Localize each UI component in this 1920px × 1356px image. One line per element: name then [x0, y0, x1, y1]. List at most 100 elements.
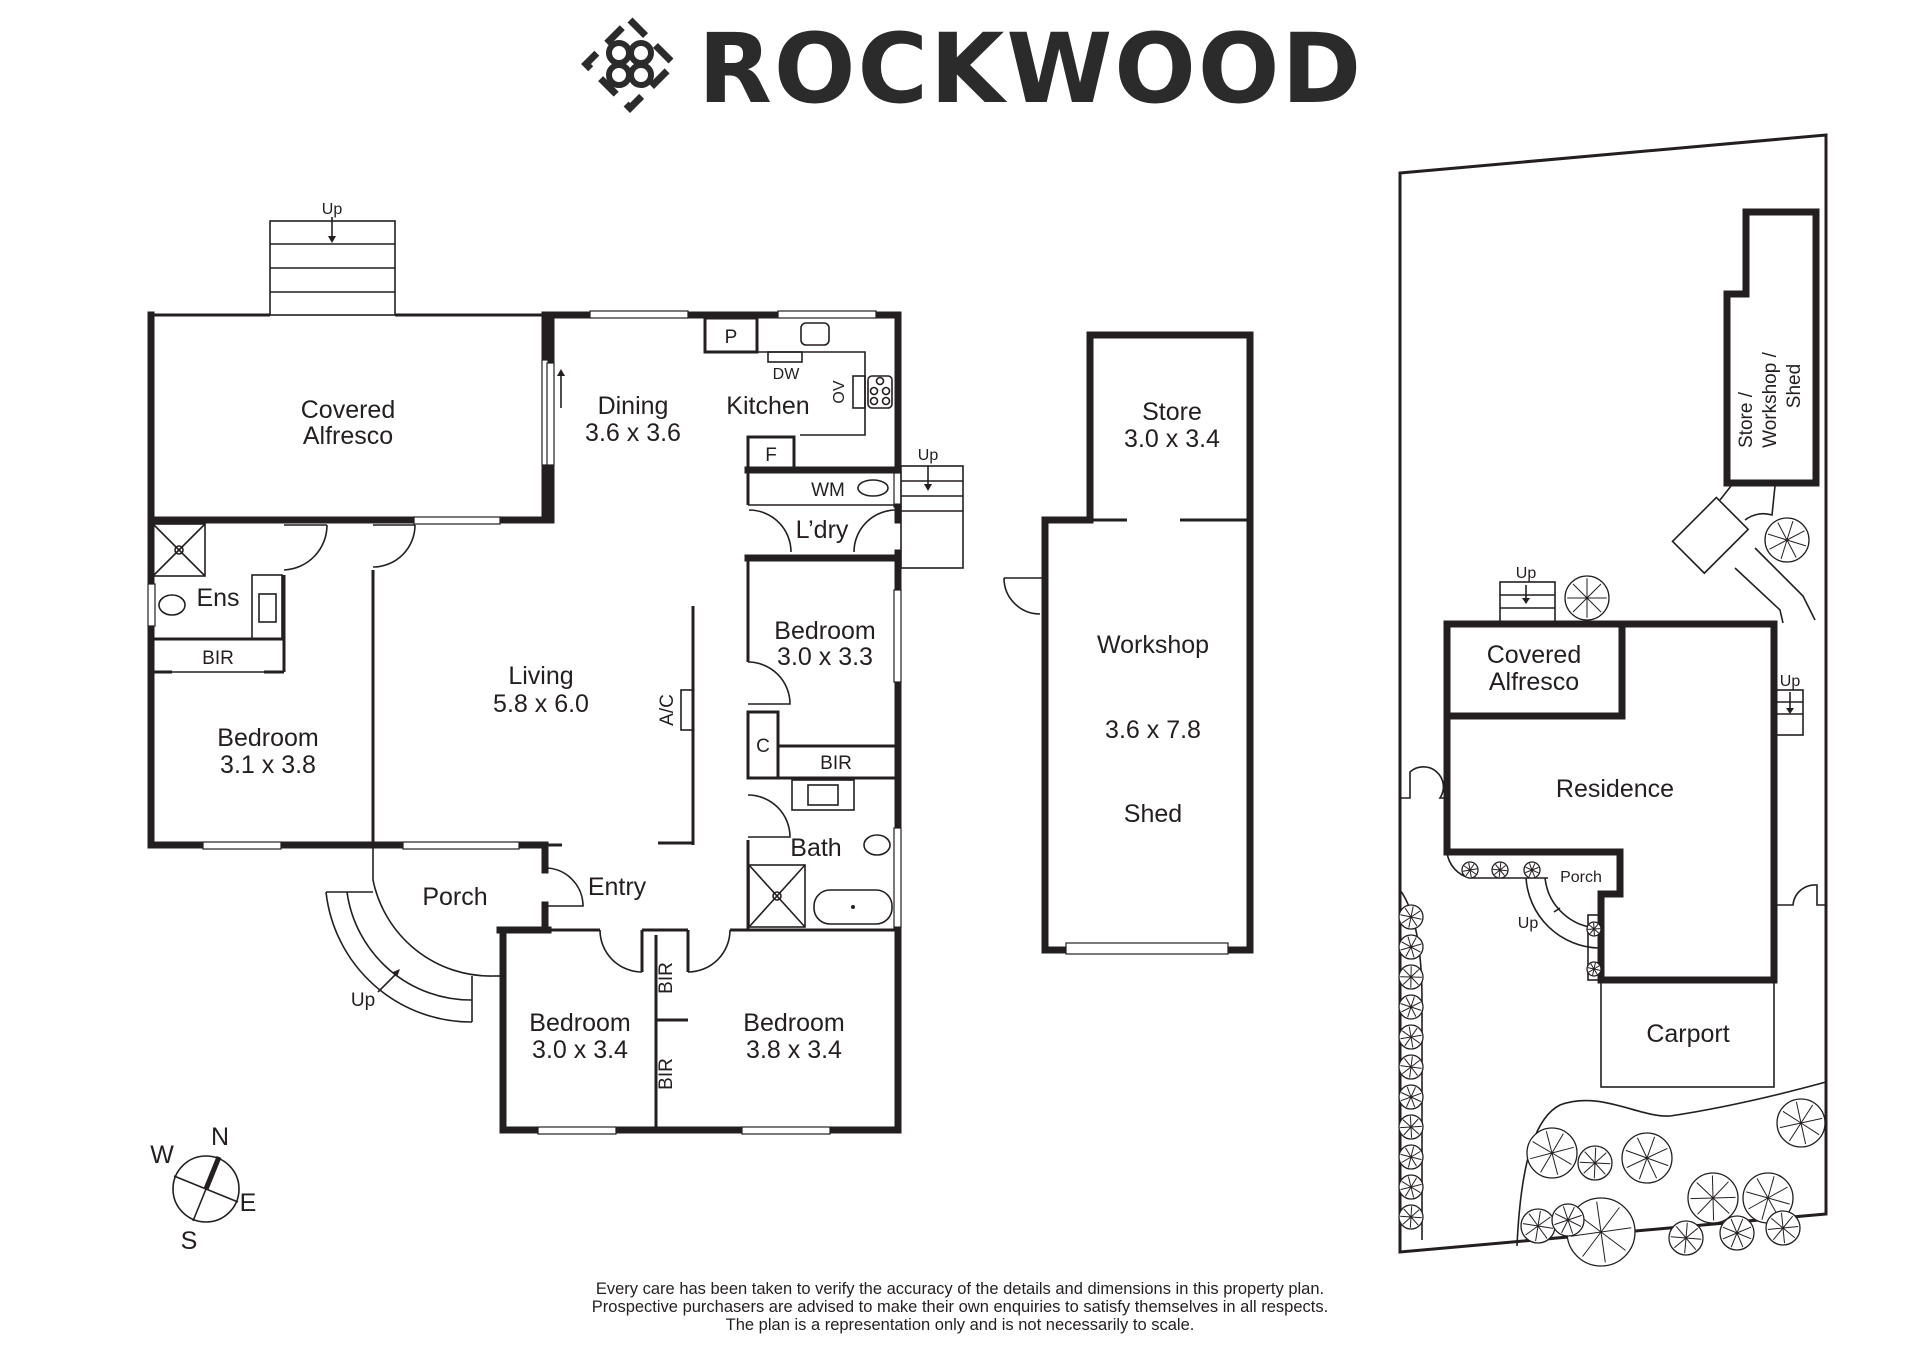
room-label-dining: Dining: [598, 392, 669, 420]
main-floor-plan: Up Covered Alfresco P: [147, 201, 964, 1135]
tree-icon: [1398, 1144, 1424, 1170]
tree-icon: [1398, 964, 1424, 990]
tree-icon: [1586, 921, 1602, 937]
site-porch-steps-up-label: Up: [1518, 915, 1539, 932]
tree-icon: [1398, 1174, 1424, 1200]
room-label-bedroom-2: Bedroom: [774, 617, 875, 645]
rockwood-diamond-logo-icon: [581, 15, 679, 113]
oven-label: OV: [831, 380, 848, 403]
room-size-bedroom-4: 3.8 x 3.4: [746, 1036, 842, 1064]
tree-icon: [1621, 1132, 1673, 1184]
site-carport-label: Carport: [1646, 1020, 1729, 1048]
room-label-bir-lower: BIR: [656, 1058, 677, 1090]
room-label-bedroom-2-bir: BIR: [820, 753, 852, 774]
room-label-bedroom-1: Bedroom: [217, 724, 318, 752]
site-side-steps-up-label: Up: [1780, 673, 1801, 690]
tree-icon: [1564, 575, 1610, 621]
tree-icon: [1398, 1054, 1424, 1080]
dining-kitchen: P DW OV F Dining 3.6 x 3.6 Kitchen: [544, 310, 902, 524]
site-shed-label-line2: Workshop /: [1760, 351, 1781, 447]
tree-icon: [1398, 994, 1424, 1020]
workshop-subtitle: Shed: [1124, 800, 1182, 828]
workshop-size: 3.6 x 7.8: [1105, 716, 1201, 744]
tree-icon: [1765, 1210, 1801, 1246]
tree-icon: [1520, 1208, 1556, 1244]
site-alfresco-label-line1: Covered: [1487, 641, 1582, 669]
site-trees: [1398, 517, 1826, 1267]
room-label-porch: Porch: [422, 883, 487, 911]
disclaimer-line-1: Every care has been taken to verify the …: [595, 1280, 1325, 1298]
site-residence-label: Residence: [1556, 775, 1674, 803]
room-label-master-bir: BIR: [202, 648, 234, 669]
room-label-entry: Entry: [588, 873, 647, 901]
tree-icon: [1398, 1084, 1424, 1110]
tree-icon: [1687, 1172, 1739, 1224]
dishwasher-label: DW: [773, 366, 801, 383]
room-label-laundry: L’dry: [796, 516, 849, 544]
disclaimer-line-2: Prospective purchasers are advised to ma…: [591, 1298, 1329, 1316]
tree-icon: [1764, 517, 1810, 563]
compass-icon: N W E S: [150, 1123, 256, 1255]
tree-icon: [1742, 1172, 1794, 1224]
site-alfresco-steps-up-label: Up: [1516, 565, 1537, 582]
disclaimer-line-3: The plan is a representation only and is…: [725, 1316, 1195, 1334]
room-label-covered-alfresco-line2: Alfresco: [303, 422, 393, 450]
room-size-bedroom-3: 3.0 x 3.4: [532, 1036, 628, 1064]
washing-machine-label: WM: [811, 480, 845, 501]
room-label-bath: Bath: [790, 834, 841, 862]
tree-icon: [1491, 861, 1509, 879]
tree-icon: [1398, 904, 1424, 930]
porch-entry: Up Porch Entry: [325, 841, 647, 1023]
site-shed-label-line3: Shed: [1784, 364, 1805, 408]
laundry-steps-up-label: Up: [918, 447, 939, 464]
room-label-living: Living: [508, 662, 573, 690]
compass-west: W: [150, 1141, 174, 1169]
tree-icon: [1523, 861, 1541, 879]
room-label-bir-upper: BIR: [656, 962, 677, 994]
pantry-label: P: [725, 327, 738, 348]
tree-icon: [1398, 1204, 1424, 1230]
bottom-bedrooms: BIR BIR Bedroom 3.0 x 3.4 Bedroom 3.8 x …: [499, 926, 902, 1135]
alfresco-steps: Up: [269, 201, 396, 316]
tree-icon: [1551, 1203, 1585, 1237]
tree-icon: [1461, 861, 1479, 879]
room-label-kitchen: Kitchen: [726, 392, 809, 420]
master-suite: Ens BIR Bedroom 3.1 x 3.8: [147, 516, 416, 849]
tree-icon: [1776, 1098, 1826, 1148]
compass-east: E: [240, 1189, 257, 1217]
tree-icon: [1719, 1215, 1755, 1251]
tree-icon: [1586, 961, 1602, 977]
compass-south: S: [181, 1227, 198, 1255]
bedroom-2-and-bath: C BIR Bedroom 3.0 x 3.3 Bath: [746, 558, 902, 930]
workshop-label: Workshop: [1097, 631, 1209, 659]
room-label-covered-alfresco: Covered: [301, 396, 396, 424]
room-size-bedroom-2: 3.0 x 3.3: [777, 643, 873, 671]
laundry: WM L’dry Up: [744, 437, 964, 934]
room-size-dining: 3.6 x 3.6: [585, 419, 681, 447]
store-label: Store: [1142, 398, 1202, 426]
tree-icon: [1577, 1145, 1613, 1181]
brand-logo: ROCKWOOD: [581, 13, 1363, 125]
tree-icon: [1398, 1024, 1424, 1050]
alfresco-steps-up-label: Up: [322, 201, 343, 218]
room-label-bedroom-4: Bedroom: [743, 1009, 844, 1037]
site-alfresco-label-line2: Alfresco: [1489, 668, 1579, 696]
ac-label: A/C: [657, 694, 678, 726]
room-size-living: 5.8 x 6.0: [493, 690, 589, 718]
cooktop-icon: [867, 375, 893, 409]
room-label-bedroom-3: Bedroom: [529, 1009, 630, 1037]
tree-icon: [1398, 934, 1424, 960]
site-shed-label-line1: Store /: [1736, 391, 1757, 448]
brand-name: ROCKWOOD: [698, 13, 1363, 125]
room-label-ensuite: Ens: [196, 584, 239, 612]
tree-icon: [1526, 1127, 1578, 1179]
disclaimer: Every care has been taken to verify the …: [0, 1280, 1920, 1334]
room-size-bedroom-1: 3.1 x 3.8: [220, 751, 316, 779]
compass-north: N: [211, 1123, 229, 1151]
site-plan: Store / Workshop / Shed Up Covered Alfre…: [1398, 133, 1828, 1254]
fridge-label: F: [765, 445, 777, 466]
living: A/C Living 5.8 x 6.0: [147, 606, 695, 850]
outbuilding-plan: Store 3.0 x 3.4 Workshop 3.6 x 7.8 Shed: [1003, 331, 1254, 955]
porch-steps-up-label: Up: [351, 990, 375, 1011]
